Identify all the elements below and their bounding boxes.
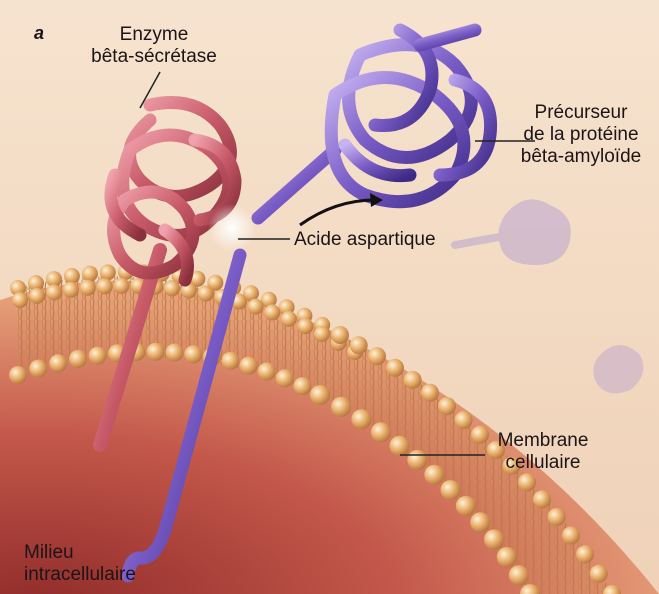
precursor-label: Précurseur de la protéine bêta-amyloïde [506,102,656,168]
lipid-head [164,280,180,296]
precursor-label-line-2: de la protéine [506,124,656,146]
lipid-head [441,480,461,500]
lipid-head [470,512,490,532]
lipid-head [518,473,536,491]
lipid-head [49,354,67,372]
lipid-head [297,318,313,334]
lipid-head [80,280,96,296]
lipid-head [64,268,80,284]
lipid-head [533,490,551,508]
lipid-head [281,311,297,327]
membrane-label-line-1: Membrane [478,430,608,452]
intracellular-label-line-1: Milieu [24,542,136,564]
lipid-head [497,547,517,567]
lipid-head [166,344,184,362]
lipid-head [331,326,349,344]
lipid-head [509,565,529,585]
lipid-head [69,350,87,368]
panel-letter: a [34,22,44,44]
lipid-head [371,422,391,442]
lipid-head [314,326,330,342]
lipid-head [12,292,28,308]
precursor-label-line-3: bêta-amyloïde [506,146,656,168]
enzyme-label-line-1: Enzyme [64,24,244,46]
lipid-head [424,465,444,485]
precursor-label-line-1: Précurseur [506,102,656,124]
lipid-head [590,565,608,583]
lipid-head [455,411,473,429]
active-site-glow [208,204,256,252]
lipid-head [97,278,113,294]
lipid-head [221,352,239,370]
aspartic-acid-label: Acide aspartique [294,229,436,251]
enzyme-label: Enzyme bêta-sécrétase [64,24,244,68]
lipid-head [310,385,330,405]
lipid-head [390,436,410,456]
lipid-head [293,377,311,395]
lipid-head [368,347,386,365]
membrane-label: Membrane cellulaire [478,430,608,474]
lipid-head [456,496,476,516]
lipid-head [438,397,456,415]
lipid-head [386,359,404,377]
lipid-head [331,397,351,417]
lipid-head [114,278,130,294]
lipid-head [258,362,276,380]
lipid-head [407,450,427,470]
lipid-head [147,343,165,361]
lipid-head [404,371,422,389]
lipid-head [264,304,280,320]
enzyme-label-line-2: bêta-sécrétase [64,46,244,68]
lipid-head [100,264,116,280]
lipid-head [484,529,504,549]
lipid-head [548,508,566,526]
lipid-head [198,286,214,302]
lipid-head [350,336,368,354]
lipid-head [89,347,107,365]
lipid-head [63,282,79,298]
intracellular-label-line-2: intracellulaire [24,564,136,586]
lipid-head [248,299,264,315]
lipid-head [421,384,439,402]
lipid-head [276,369,294,387]
lipid-head [562,526,580,544]
lipid-head [46,284,62,300]
lipid-head [240,357,258,375]
lipid-head [29,360,47,378]
lipid-head [576,545,594,563]
intracellular-label: Milieu intracellulaire [24,542,136,586]
lipid-head [82,266,98,282]
lipid-head [9,366,27,384]
membrane-label-line-2: cellulaire [478,452,608,474]
lipid-head [351,409,371,429]
lipid-head [184,345,202,363]
lipid-head [29,288,45,304]
